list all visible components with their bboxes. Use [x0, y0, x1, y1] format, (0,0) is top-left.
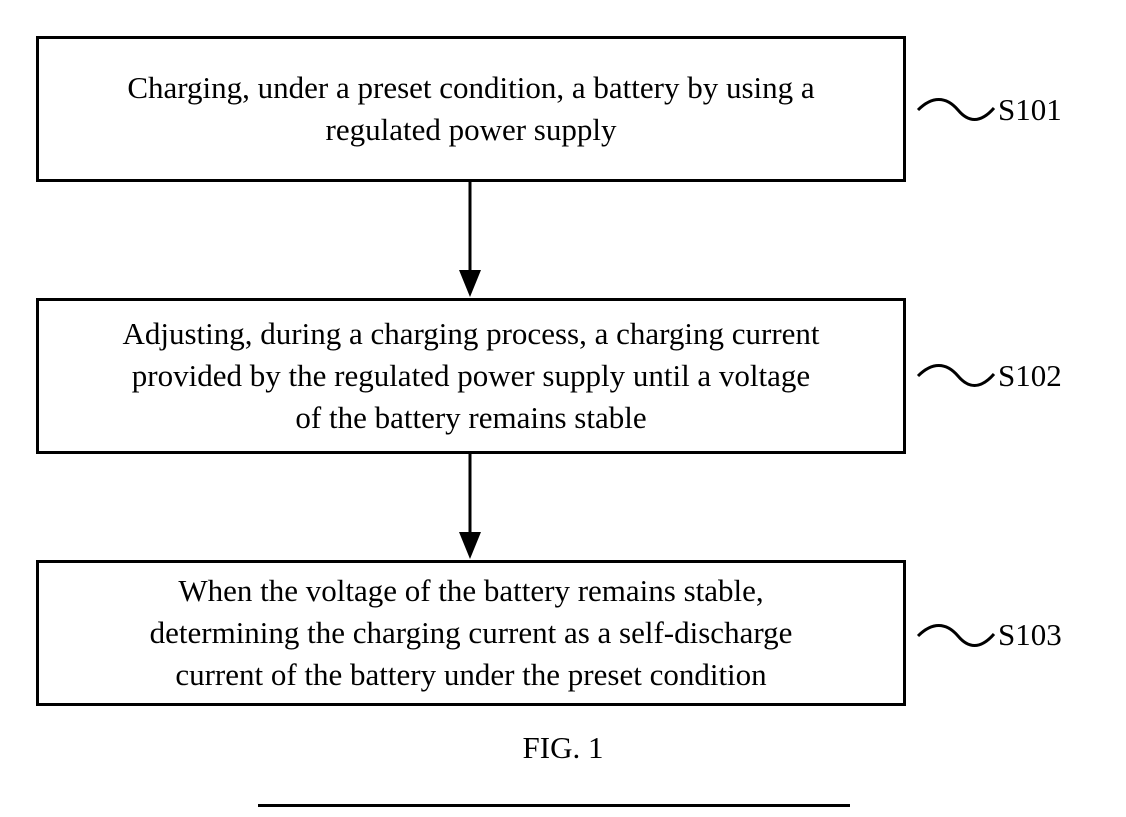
step-label-s102: S102: [998, 358, 1062, 394]
leader-squiggle-s103: [918, 626, 994, 646]
arrowhead-s101-to-s102: [459, 270, 481, 297]
step-label-s103: S103: [998, 617, 1062, 653]
arrow-s101-to-s102: [459, 182, 481, 297]
arrow-s102-to-s103: [459, 454, 481, 559]
arrowhead-s102-to-s103: [459, 532, 481, 559]
leader-squiggle-s101: [918, 100, 994, 120]
bottom-rule: [258, 804, 850, 807]
leader-squiggle-s102: [918, 366, 994, 386]
step-label-s101: S101: [998, 92, 1062, 128]
figure-caption: FIG. 1: [0, 730, 1126, 766]
